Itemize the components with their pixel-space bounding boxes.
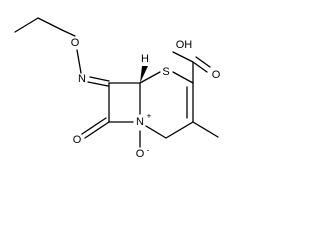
bond-c6-s	[139, 71, 161, 84]
lactam-oxygen-label: O	[73, 134, 82, 146]
bond-ethyl-terminal	[14, 17, 39, 33]
bond-c4-n	[145, 125, 167, 139]
stereo-hydrogen-label: H	[141, 53, 149, 65]
bond-c3-c4	[165, 121, 194, 139]
bond-methyl	[192, 121, 219, 138]
oxime-oxygen-label: O	[71, 37, 80, 49]
n-oxide-oxygen-label: O	[136, 148, 145, 160]
stereo-wedge-bond	[140, 66, 148, 83]
hydroxyl-label: OH	[176, 39, 193, 51]
bond-s-c2	[172, 71, 194, 84]
plus-charge-label: +	[147, 112, 152, 121]
bond-acid-carbonyl-a	[192, 61, 208, 73]
acid-carbonyl-oxygen-label: O	[212, 69, 221, 81]
chemical-structure: O N OH H S O O N + O -	[14, 17, 221, 160]
bond-oxygen-nitrogen	[76, 49, 82, 74]
bond-imine-double-b	[87, 81, 109, 87]
bond-imine-double-a	[89, 76, 110, 82]
bond-acid-carbonyl-b	[195, 56, 211, 68]
bond-acid-hydroxyl	[172, 51, 194, 63]
bond-ch2-oxime-oxygen	[61, 29, 76, 37]
ring-nitrogen-label: N	[136, 116, 144, 128]
imine-nitrogen-label: N	[78, 73, 86, 85]
minus-charge-label: -	[147, 146, 150, 155]
sulfur-label: S	[162, 66, 169, 78]
bond-lactam-carbonyl-b	[81, 117, 107, 135]
bond-ethyl-ch2	[37, 17, 63, 31]
bond-lactam-carbonyl-a	[84, 121, 110, 139]
